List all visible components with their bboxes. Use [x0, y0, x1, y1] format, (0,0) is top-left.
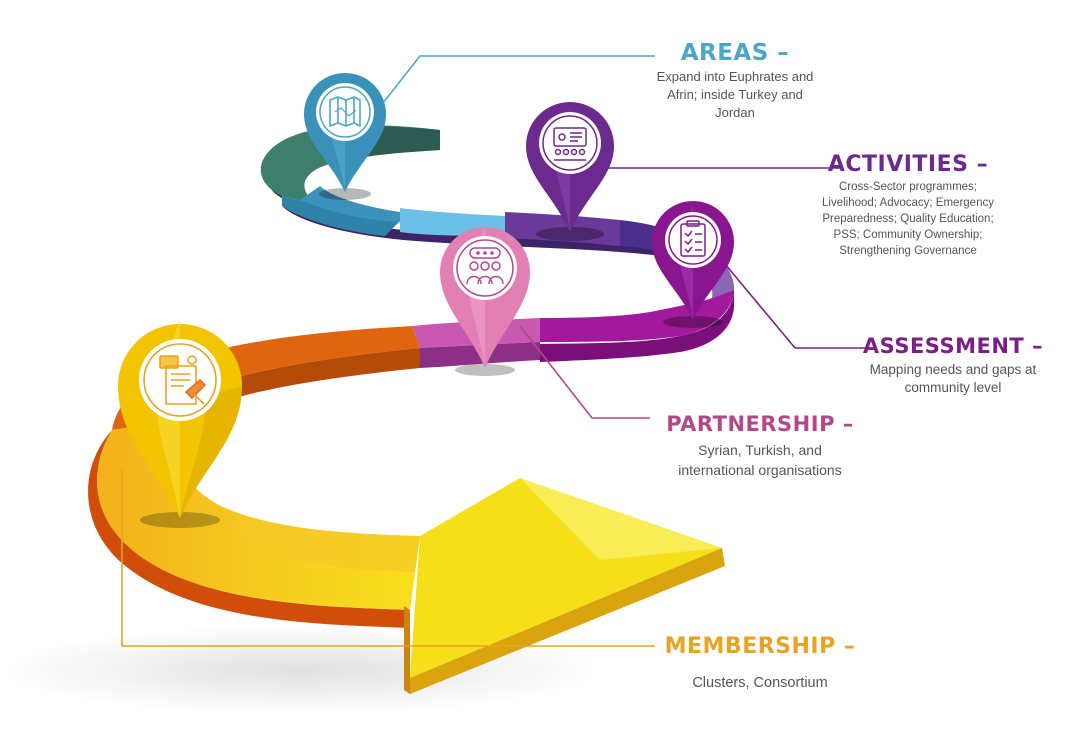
activities-pin [526, 102, 614, 241]
membership-title: MEMBERSHIP – [664, 634, 856, 659]
areas-connector [375, 55, 655, 113]
checklist-icon [680, 220, 706, 257]
partnership-pin [440, 226, 530, 376]
membership-label: MEMBERSHIP – Clusters, Consortium [620, 634, 900, 693]
map-icon [329, 96, 361, 127]
assessment-pin [652, 201, 734, 328]
assessment-connector [719, 257, 868, 349]
assessment-label: ASSESSMENT – Mapping needs and gaps at c… [838, 334, 1068, 397]
road-segment-blue-dark [282, 196, 400, 236]
membership-connector [121, 470, 655, 647]
partnership-title: PARTNERSHIP – [666, 412, 854, 436]
activities-title: ACTIVITIES – [827, 152, 989, 177]
partnership-connector [519, 325, 650, 419]
activities-label: ACTIVITIES – Cross-Sector programmes; Li… [788, 152, 1028, 259]
road-segment-magenta [540, 290, 734, 342]
connector-lines [121, 55, 868, 647]
partnership-label: PARTNERSHIP – Syrian, Turkish, and inter… [615, 412, 905, 480]
areas-label: AREAS – Expand into Euphrates and Afrin;… [590, 40, 880, 122]
partnership-description: Syrian, Turkish, and international organ… [678, 442, 842, 478]
membership-description: Clusters, Consortium [692, 675, 828, 691]
document-signing-icon [159, 355, 207, 405]
areas-description: Expand into Euphrates and Afrin; inside … [656, 69, 814, 120]
team-icon [466, 247, 504, 285]
assessment-title: ASSESSMENT – [862, 334, 1044, 358]
areas-title: AREAS – [680, 40, 790, 66]
areas-pin [304, 73, 386, 200]
activities-description: Cross-Sector programmes; Livelihood; Adv… [822, 181, 994, 257]
membership-pin [117, 318, 242, 528]
road-segment-blue [300, 186, 400, 222]
road-segment-orange [112, 326, 420, 430]
assessment-description: Mapping needs and gaps at community leve… [869, 362, 1037, 395]
presentation-icon [553, 127, 587, 161]
